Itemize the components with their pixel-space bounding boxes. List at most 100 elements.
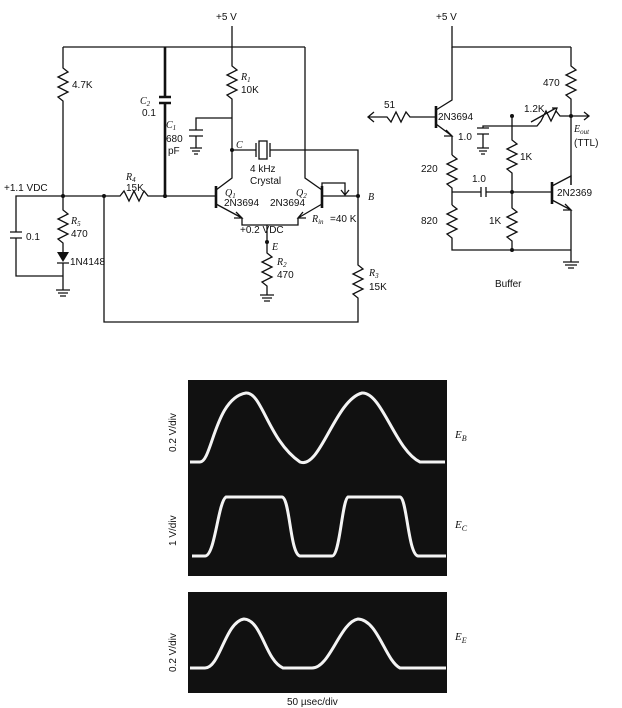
resistor-820-label: 820 (421, 216, 438, 227)
cap-1-0-mid-label: 1.0 (472, 174, 486, 185)
buffer-q2-collector (551, 174, 572, 187)
resistor-1k-lower (505, 192, 519, 250)
bottom-junction (510, 248, 514, 252)
eout-arrow (571, 111, 591, 121)
diode-ground (56, 262, 70, 297)
supply-label-right-text: +5 V (436, 12, 457, 23)
trace-ec-label: EC (454, 519, 468, 533)
c1-plates (189, 129, 203, 137)
trace-eb (190, 391, 445, 464)
r5-value: 470 (71, 229, 88, 240)
resistor-470-label: 470 (543, 78, 560, 89)
resistor-r5 (56, 196, 70, 252)
resistor-470 (564, 47, 578, 185)
cap-1-0-top-label: 1.0 (458, 132, 472, 143)
bias-label: +1.1 VDC (4, 183, 48, 194)
scope-panel-ec (188, 478, 447, 576)
bias-cap-value: 0.1 (26, 232, 40, 243)
scale-eb: 0.2 V/div (168, 413, 179, 452)
resistor-51 (366, 110, 436, 124)
c1-value-1: 680 (166, 134, 183, 145)
resistor-r4 (63, 189, 216, 203)
resistor-1k2-arrow (530, 107, 558, 123)
crystal-label: Crystal (250, 176, 281, 187)
scope-panel-eb (188, 380, 447, 486)
resistor-1k-upper-label: 1K (520, 152, 533, 163)
resistor-r1 (225, 47, 239, 150)
resistor-r3 (103, 196, 365, 323)
c1-label: C1 (166, 120, 176, 132)
resistor-4k7 (56, 47, 70, 195)
trace-eb-label: EB (454, 429, 467, 443)
q2-collector (304, 47, 323, 191)
r1-label: R1 (240, 72, 251, 84)
crystal-body (258, 140, 268, 160)
q1-collector (215, 150, 233, 191)
c2-label: C2 (140, 96, 151, 108)
crystal-lead-right (269, 143, 359, 195)
scope-panel-ee (188, 592, 447, 693)
r5-label: R5 (70, 216, 81, 228)
q1-label: Q1 (225, 188, 236, 200)
oscillator-circuit: +5 V 4.7K C2 0.1 R1 10K C1 680 pF C 4 kH… (4, 12, 387, 323)
resistor-4k7-label: 4.7K (72, 80, 93, 91)
c1-lead (195, 117, 232, 130)
buffer-circuit: 470 +5 V 51 2N3694 220 820 470 1.2K Eout… (366, 12, 598, 290)
bias-capacitor (10, 195, 63, 277)
rin-value: =40 K (330, 214, 357, 225)
node-b-label: B (368, 192, 374, 203)
buffer-title: Buffer (495, 279, 522, 290)
r3-value: 15K (369, 282, 387, 293)
scope-traces: 0.2 V/div 1 V/div 0.2 V/div EB EC EE 50 … (168, 380, 468, 708)
resistor-1k-upper (505, 116, 519, 192)
buffer-ground (563, 250, 579, 269)
buffer-top-rail (451, 26, 571, 48)
q2-part: 2N3694 (270, 198, 305, 209)
r4-label: R4 (125, 172, 136, 184)
r3-label: R3 (368, 268, 379, 280)
c2-junction (163, 194, 167, 198)
resistor-r2 (260, 245, 274, 302)
buffer-q1-collector (435, 47, 453, 111)
eout-label: Eout (573, 124, 590, 136)
resistor-1k2-label: 1.2K (524, 104, 545, 115)
r2-label: R2 (276, 257, 287, 269)
diode-part: 1N4148 (70, 257, 105, 268)
time-scale: 50 µsec/div (287, 697, 338, 708)
trace-ee (190, 617, 446, 670)
q2-label: Q2 (296, 188, 307, 200)
node-c-label: C (236, 140, 243, 151)
diode-body (57, 252, 69, 262)
resistor-220 (445, 154, 459, 205)
resistor-51-label: 51 (384, 100, 396, 111)
c1-ground (190, 136, 202, 155)
buffer-q2-emitter (551, 199, 573, 250)
buffer-q2-part: 2N2369 (557, 188, 592, 199)
r1k-junction (510, 114, 514, 118)
crystal-freq: 4 kHz (250, 164, 276, 175)
emitter-tie (241, 218, 299, 226)
scale-ee: 0.2 V/div (168, 633, 179, 672)
c1-value-2: pF (168, 146, 180, 157)
resistor-1k-lower-label: 1K (489, 216, 502, 227)
rin-arrow (321, 182, 350, 197)
r3-junction (102, 194, 106, 198)
supply-label-left: +5 V (216, 12, 237, 23)
cap-1-0-top (477, 127, 489, 155)
cap-1-0-mid (480, 187, 487, 197)
rin-label: Rin (311, 214, 324, 226)
trace-ee-label: EE (454, 631, 467, 645)
r2-value: 470 (277, 270, 294, 281)
node-e-label: E (271, 242, 278, 253)
resistor-1k2 (482, 109, 571, 128)
c2-plates (159, 95, 171, 105)
resistor-220-label: 220 (421, 164, 438, 175)
q1-part: 2N3694 (224, 198, 259, 209)
scale-ec: 1 V/div (168, 515, 179, 546)
node-e-dot (265, 240, 269, 244)
resistor-820 (445, 204, 571, 251)
buffer-q1-emitter (435, 123, 454, 155)
trace-ec (192, 495, 446, 558)
emitter-bias: +0.2 VDC (240, 225, 284, 236)
